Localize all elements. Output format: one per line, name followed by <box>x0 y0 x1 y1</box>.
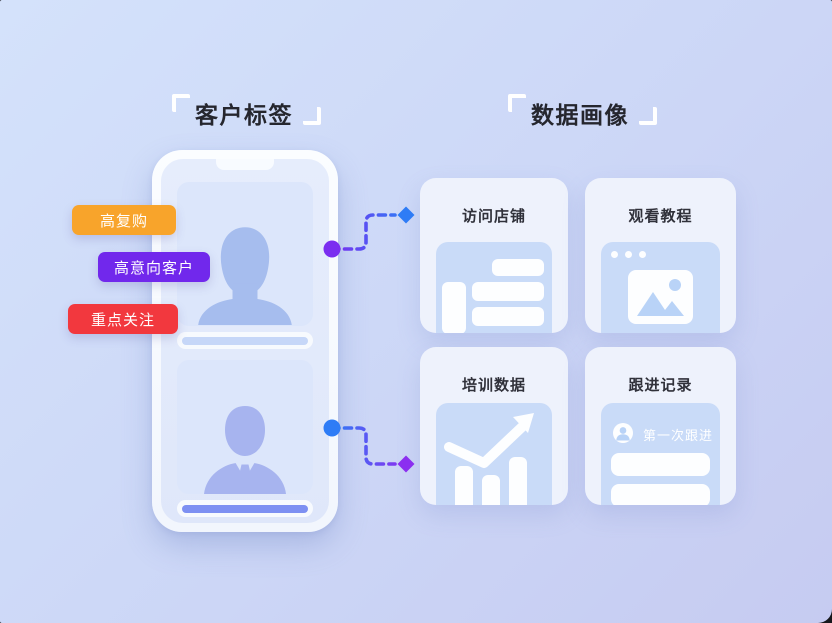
customer-profile-card-1 <box>177 182 313 326</box>
follow-up-entry-label: 第一次跟进 <box>643 428 714 443</box>
card-title: 访问店铺 <box>461 208 526 225</box>
data-card-visit-shop: 访问店铺 <box>420 178 568 333</box>
connector-diamond-purple <box>397 455 415 473</box>
connector-diamond-blue <box>397 206 415 224</box>
browser-image-icon <box>601 242 720 333</box>
tag-key-focus: 重点关注 <box>68 304 178 334</box>
browser-dot <box>625 251 632 258</box>
corner-bracket-icon <box>303 107 321 125</box>
block <box>472 307 544 326</box>
corner-bracket-icon <box>172 94 190 112</box>
block <box>472 282 544 301</box>
connector-line-top <box>330 213 397 251</box>
customer-profile-card-2 <box>177 360 313 494</box>
block <box>442 282 466 333</box>
tag-high-repurchase: 高复购 <box>72 205 176 235</box>
image-placeholder-icon <box>628 270 693 324</box>
right-section-header: 数据画像 <box>508 94 658 128</box>
list-row <box>611 484 710 505</box>
data-card-follow-up-records: 跟进记录 第一次跟进 <box>585 347 736 505</box>
browser-dot <box>639 251 646 258</box>
block <box>492 259 544 276</box>
tag-label: 高复购 <box>99 212 148 230</box>
phone-notch <box>216 159 274 170</box>
card-title: 跟进记录 <box>628 377 693 394</box>
profile-1-status-pill <box>182 336 308 345</box>
profile-1-status-bar <box>177 332 313 349</box>
trend-chart-icon <box>436 403 552 505</box>
browser-dot <box>611 251 618 258</box>
phone-mockup <box>152 150 338 532</box>
corner-bracket-icon <box>508 94 526 112</box>
business-avatar-icon <box>204 406 286 494</box>
card-title: 观看教程 <box>628 208 693 225</box>
corner-bracket-icon <box>639 107 657 125</box>
shop-blocks-icon <box>436 242 552 333</box>
card-title: 培训数据 <box>461 377 526 394</box>
follow-up-list: 第一次跟进 <box>601 403 720 505</box>
left-section-title: 客户标签 <box>195 102 293 128</box>
tag-label: 重点关注 <box>90 311 155 329</box>
list-row <box>611 453 710 476</box>
right-section-title: 数据画像 <box>531 102 629 128</box>
left-section-header: 客户标签 <box>172 94 322 128</box>
data-card-training-data: 培训数据 <box>420 347 568 505</box>
profile-2-status-pill <box>182 504 308 513</box>
connector-line-bottom <box>330 426 397 466</box>
contact-avatar-icon <box>613 423 633 443</box>
data-card-watch-tutorial: 观看教程 <box>585 178 736 333</box>
tag-high-intent-customer: 高意向客户 <box>98 252 210 282</box>
tag-label: 高意向客户 <box>113 259 194 277</box>
male-avatar-icon <box>198 227 292 325</box>
profile-2-status-bar <box>177 500 313 517</box>
